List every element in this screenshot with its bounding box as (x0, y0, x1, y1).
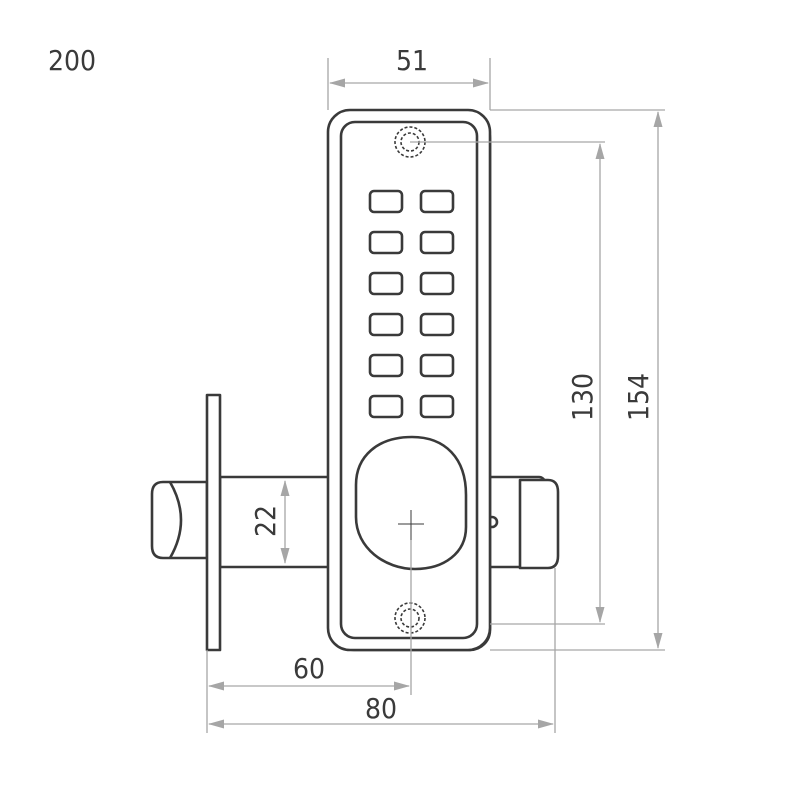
dimension-backset-label: 60 (293, 652, 325, 685)
keypad-button (419, 312, 455, 337)
keypad-button (419, 230, 455, 255)
keypad-button (368, 189, 404, 214)
keypad-button (368, 230, 404, 255)
dimension-spindle-label: 22 (249, 505, 282, 537)
keypad-button (419, 189, 455, 214)
model-number: 200 (48, 44, 96, 77)
latch-assembly (150, 393, 334, 652)
dimension-height-label: 154 (622, 373, 655, 421)
latch-bolt-curve (168, 481, 183, 559)
dimension-height: 154 (490, 109, 665, 651)
keypad (368, 189, 455, 419)
knob (354, 435, 468, 571)
dimension-backset: 60 (206, 540, 412, 733)
knob-outline (354, 435, 468, 571)
keypad-button (368, 394, 404, 419)
dimension-width-label: 51 (396, 44, 428, 77)
dimension-spindle: 22 (249, 480, 290, 564)
latch-bolt (150, 480, 209, 560)
dimension-hole-spacing: 130 (410, 141, 605, 625)
dimension-width: 51 (327, 44, 491, 110)
dimension-hole-spacing-label: 130 (566, 373, 599, 421)
dimension-latch-length-label: 80 (365, 692, 397, 725)
body-inner-face (339, 120, 479, 640)
lever-assembly (478, 475, 560, 570)
keypad-button (419, 394, 455, 419)
bottom-screw (394, 602, 426, 634)
lever-end (518, 478, 560, 570)
dimension-latch-length: 80 (208, 568, 556, 733)
keypad-button (368, 353, 404, 378)
keypad-button (419, 353, 455, 378)
keypad-button (368, 271, 404, 296)
latch-faceplate (205, 393, 222, 652)
keypad-button (419, 271, 455, 296)
keypad-button (368, 312, 404, 337)
